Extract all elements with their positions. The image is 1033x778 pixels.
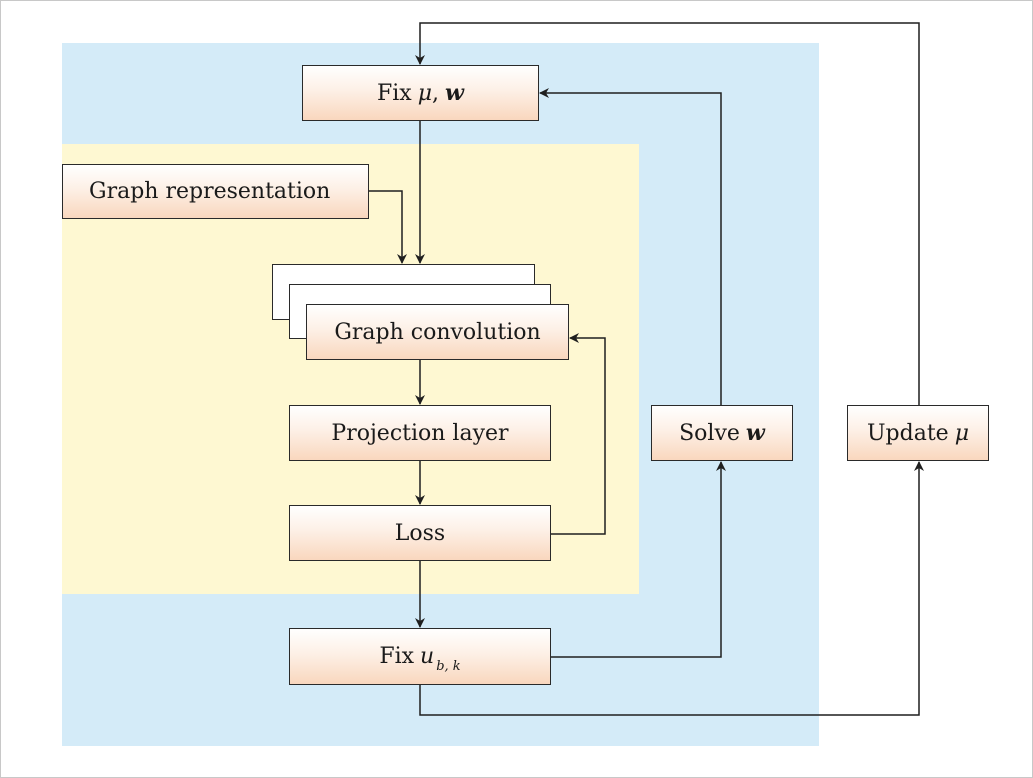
solve-w-box: Solve w (651, 405, 793, 461)
graph-representation-label: Graph representation (89, 179, 331, 204)
update-mu-symbol: μ (954, 420, 969, 446)
mu-symbol: μ (417, 81, 433, 106)
graph-representation-box: Graph representation (62, 164, 369, 219)
fix-u-box: Fix u b, k (289, 628, 551, 685)
arrow-loss-feedback (551, 333, 606, 535)
u-subscript: b, k (436, 659, 461, 674)
graph-convolution-label: Graph convolution (334, 319, 541, 345)
solve-w-prefix: Solve (679, 421, 740, 446)
u-symbol: u (420, 644, 435, 669)
loss-box: Loss (289, 505, 551, 561)
arrow-fix-u-to-solve-w (551, 461, 726, 658)
fix-mu-w-prefix: Fix (377, 81, 412, 106)
arrow-update-mu-to-fix (415, 22, 920, 405)
projection-layer-box: Projection layer (289, 405, 551, 461)
fix-mu-w-separator: , (432, 81, 440, 106)
arrow-fix-u-to-update-mu (419, 461, 924, 716)
solve-w-symbol: w (745, 420, 765, 446)
graph-convolution-box: Graph convolution (306, 304, 569, 360)
fix-mu-w-box: Fix μ , w (302, 65, 539, 121)
fix-u-prefix: Fix (379, 644, 415, 669)
arrow-solve-w-to-fix (539, 88, 722, 405)
projection-layer-label: Projection layer (331, 420, 509, 446)
arrow-representation-to-convolution (369, 190, 407, 264)
update-mu-prefix: Update (867, 420, 949, 446)
w-symbol: w (445, 80, 464, 106)
loss-label: Loss (394, 520, 446, 546)
update-mu-box: Update μ (847, 405, 989, 461)
